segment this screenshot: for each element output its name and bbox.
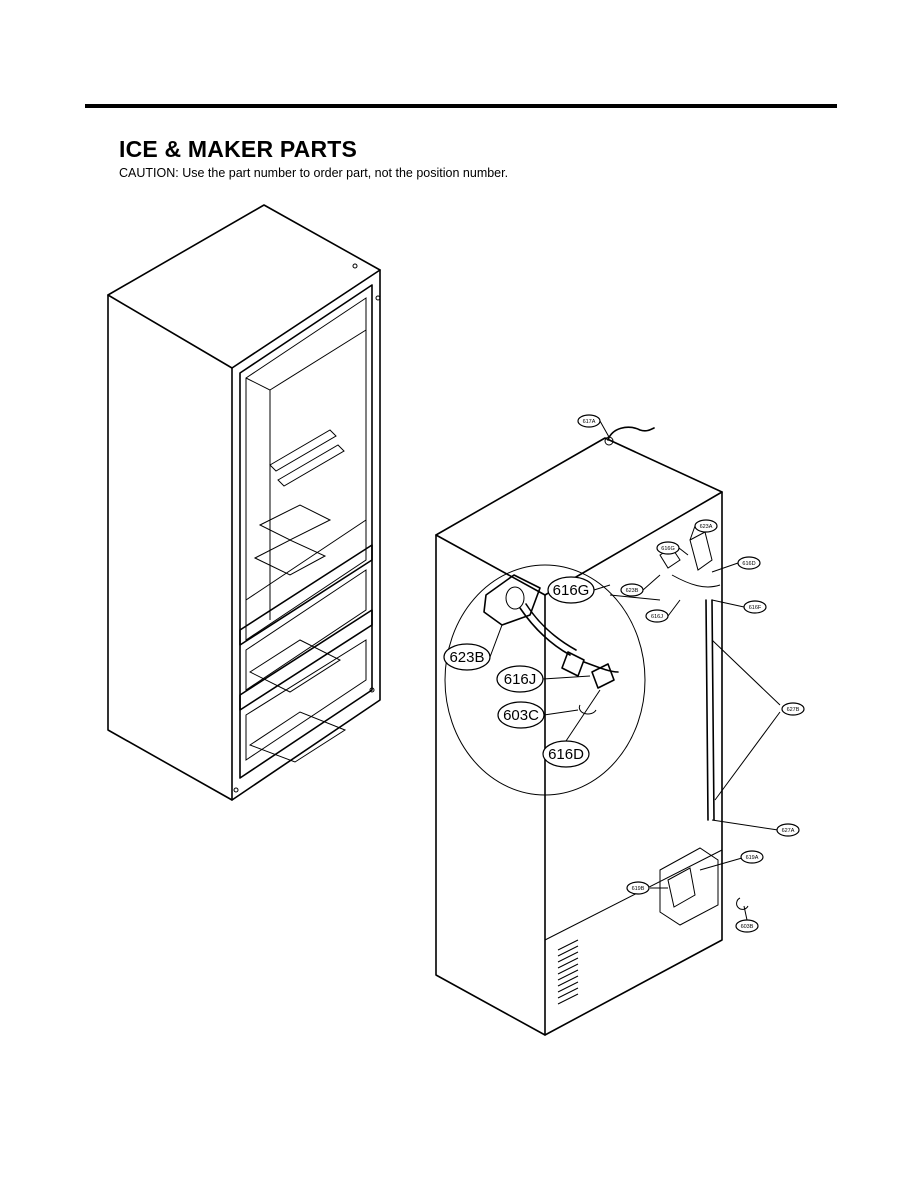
callout-603B: 603B — [741, 924, 754, 930]
callout-619A: 619A — [746, 855, 759, 861]
vent-grille — [557, 939, 579, 1005]
caution-note: CAUTION: Use the part number to order pa… — [119, 166, 509, 180]
refrigerator-front-view — [107, 204, 381, 801]
callout-623B-zoom: 623B — [449, 649, 484, 666]
detail-zoom-circle — [444, 564, 661, 796]
callout-627B: 627B — [787, 707, 800, 713]
callout-616D-zoom: 616D — [548, 746, 584, 763]
refrigerator-rear-view — [435, 426, 781, 1036]
callout-616G: 616G — [661, 546, 674, 552]
page-title: ICE & MAKER PARTS — [119, 136, 358, 162]
callout-616J: 616J — [651, 614, 663, 620]
callout-623B: 623B — [626, 588, 639, 594]
callout-619B: 619B — [632, 886, 645, 892]
callout-616J-zoom: 616J — [504, 671, 537, 688]
callout-623A: 623A — [700, 524, 713, 530]
zoom-callouts: 616G 623B 616J 603C 616D — [443, 576, 611, 768]
callout-603C-zoom: 603C — [503, 707, 539, 724]
callout-616D: 616D — [742, 561, 755, 567]
callout-627A: 627A — [782, 828, 795, 834]
callout-616G-zoom: 616G — [553, 582, 590, 599]
header-rule — [85, 104, 837, 108]
callout-617A: 617A — [583, 419, 596, 425]
main-callouts: 617A 623A 616G 616D 623B 616J 616F 627B … — [577, 414, 805, 933]
callout-616F: 616F — [749, 605, 762, 611]
